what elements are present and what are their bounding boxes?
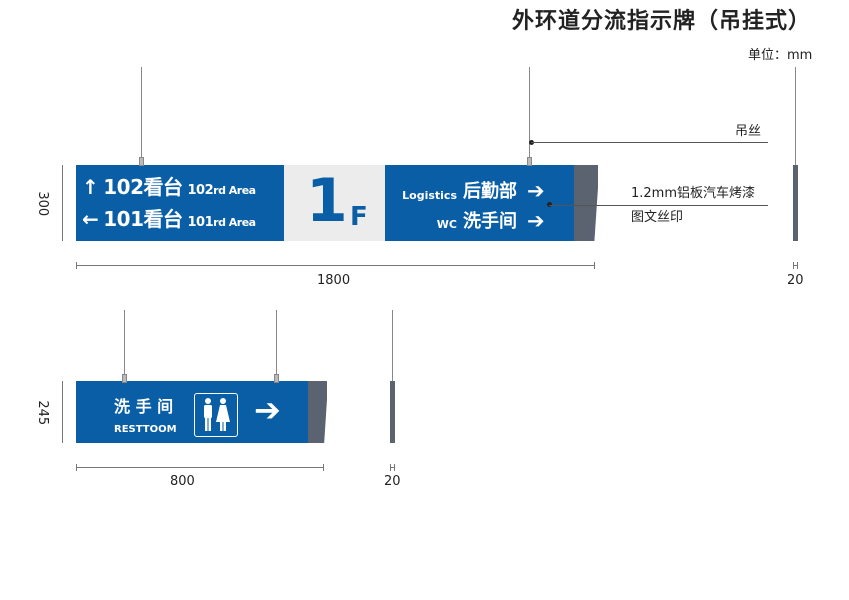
- sign2-depth: 20: [384, 474, 401, 489]
- hanger-clip: [527, 157, 532, 166]
- leader-line: [531, 142, 768, 143]
- hanging-wire: [795, 67, 796, 166]
- hanger-clip: [274, 374, 279, 383]
- arrow-left-icon: ←: [82, 207, 99, 231]
- depth-dimension-line: [390, 464, 395, 471]
- hanger-clip: [122, 374, 127, 383]
- hanging-wire: [529, 67, 530, 166]
- hanging-wire: [141, 67, 142, 166]
- stand-cn: 看台: [143, 175, 184, 199]
- wire-label: 吊丝: [735, 124, 762, 139]
- depth-dimension-line: [793, 262, 798, 269]
- restroom-icon: [194, 393, 238, 437]
- floor-letter: F: [350, 202, 368, 232]
- arrow-right-icon: ➔: [527, 209, 545, 233]
- stand-en-num: 101: [187, 215, 214, 230]
- leader-dot: [547, 202, 552, 207]
- sign1-width: 1800: [317, 273, 351, 288]
- floor-panel: 1 F: [284, 165, 385, 241]
- stand-en: rd Area: [213, 184, 256, 197]
- logistics-cn: 后勤部: [463, 181, 517, 202]
- sign1-right-panel: Logistics 后勤部 ➔ WC 洗手间 ➔: [385, 165, 574, 241]
- wc-cn: 洗手间: [463, 211, 517, 232]
- material-label: 1.2mm铝板汽车烤漆: [631, 186, 756, 201]
- leader-line: [549, 205, 768, 206]
- page-title: 外环道分流指示牌（吊挂式）: [512, 8, 812, 34]
- sign1-side-view: [793, 165, 798, 241]
- width-dimension-line: [76, 262, 595, 269]
- print-label: 图文丝印: [631, 210, 684, 225]
- sign2-side-edge: [308, 381, 327, 443]
- arrow-right-icon: ➔: [254, 391, 281, 429]
- stand-en-num: 102: [187, 183, 214, 198]
- hanger-clip: [139, 157, 144, 166]
- sign1-depth: 20: [787, 273, 804, 288]
- sign2-height: 245: [35, 400, 51, 426]
- sign2-side-view: [390, 381, 395, 443]
- restroom-en: RESTTOOM: [114, 424, 177, 435]
- sign1-side-edge: [574, 165, 598, 241]
- width-dimension-line: [76, 464, 324, 471]
- stand-number: 102: [103, 175, 144, 199]
- hanging-wire: [392, 310, 393, 382]
- stand-en: rd Area: [213, 216, 256, 229]
- hanging-wire: [124, 310, 125, 382]
- stand-number: 101: [103, 207, 144, 231]
- logistics-en: Logistics: [402, 189, 457, 202]
- unit-label: 单位：mm: [748, 48, 813, 63]
- sign2-panel: 洗 手 间 RESTTOOM ➔: [76, 381, 308, 443]
- sign1-height: 300: [35, 191, 51, 217]
- hanging-wire: [276, 310, 277, 382]
- restroom-cn: 洗 手 间: [114, 397, 174, 416]
- arrow-up-icon: ↑: [82, 175, 99, 199]
- sign2-width: 800: [170, 474, 195, 489]
- stand-cn: 看台: [143, 207, 184, 231]
- wc-en: WC: [436, 218, 457, 231]
- height-dimension-line: [62, 165, 63, 241]
- height-dimension-line: [62, 381, 63, 443]
- arrow-right-icon: ➔: [527, 179, 545, 203]
- floor-number: 1: [306, 166, 348, 236]
